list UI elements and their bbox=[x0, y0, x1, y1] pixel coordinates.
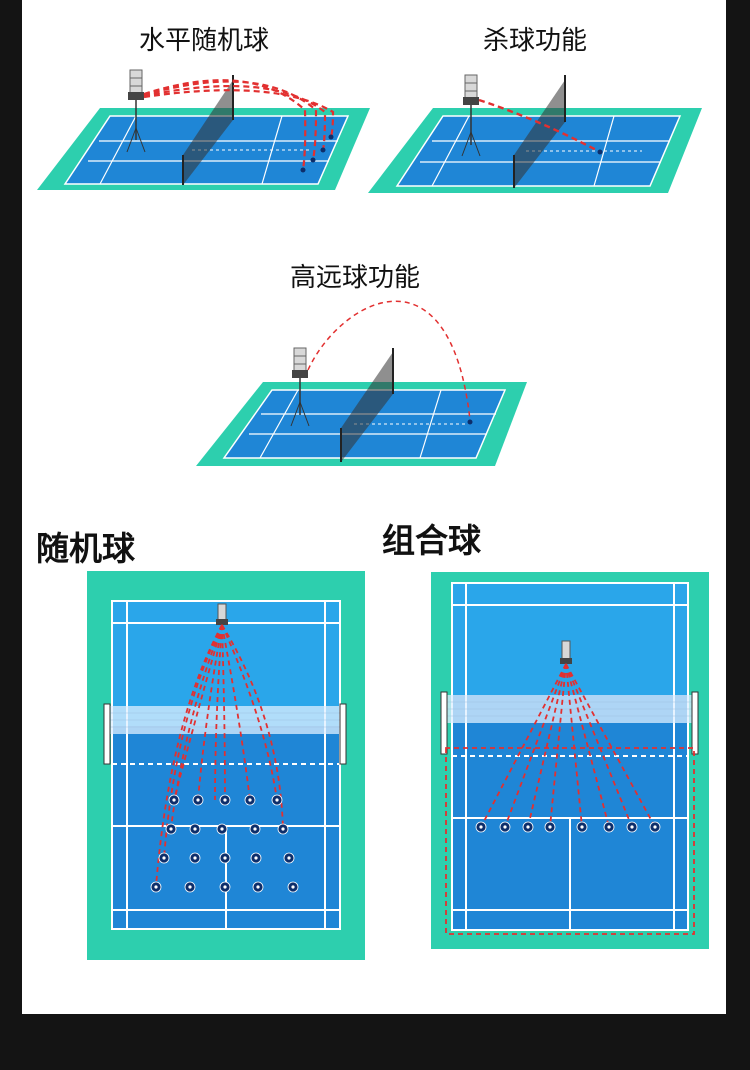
coverage-area-outline bbox=[445, 747, 695, 935]
shuttlecock-target-icon bbox=[603, 821, 615, 833]
shuttlecock-target-icon bbox=[499, 821, 511, 833]
shuttlecock-target-icon bbox=[219, 881, 231, 893]
shuttlecock-target-icon bbox=[158, 852, 170, 864]
shuttlecock-target-icon bbox=[576, 821, 588, 833]
machine-icon bbox=[216, 603, 228, 625]
trajectory bbox=[307, 300, 471, 421]
shuttlecock-target-icon bbox=[168, 794, 180, 806]
shuttlecock-target-icon bbox=[165, 823, 177, 835]
shuttlecock-target-icon bbox=[189, 852, 201, 864]
shuttlecock-target-icon bbox=[475, 821, 487, 833]
shuttlecock-target-icon bbox=[544, 821, 556, 833]
net bbox=[341, 352, 393, 462]
trajectories bbox=[155, 624, 284, 887]
shuttlecock-target-icon bbox=[189, 823, 201, 835]
net bbox=[183, 80, 233, 185]
court-lines bbox=[451, 582, 689, 931]
trajectories bbox=[480, 663, 656, 828]
shuttlecock-target-icon bbox=[649, 821, 661, 833]
shuttle-icons bbox=[300, 134, 334, 173]
machine-icon bbox=[290, 347, 310, 427]
machine-icon bbox=[126, 69, 146, 153]
shuttlecock-target-icon bbox=[283, 852, 295, 864]
trajectory bbox=[478, 98, 601, 154]
shuttlecock-target-icon bbox=[219, 852, 231, 864]
shuttlecock-target-icon bbox=[522, 821, 534, 833]
net bbox=[514, 80, 565, 188]
shuttlecock-target-icon bbox=[277, 823, 289, 835]
shuttlecock-target-icon bbox=[252, 881, 264, 893]
caption-horizontal-random: 水平随机球 bbox=[139, 26, 270, 56]
shuttlecock-target-icon bbox=[150, 881, 162, 893]
trajectories bbox=[143, 79, 335, 171]
shuttle-icon bbox=[597, 149, 603, 155]
net bbox=[103, 703, 347, 765]
shuttlecock-target-icon bbox=[626, 821, 638, 833]
caption-high-clear: 高远球功能 bbox=[290, 263, 421, 293]
shuttle-icon bbox=[467, 419, 473, 425]
shuttlecock-target-icon bbox=[184, 881, 196, 893]
shuttlecock-target-icon bbox=[216, 823, 228, 835]
heading-combo: 组合球 bbox=[382, 521, 481, 560]
machine-icon bbox=[461, 74, 481, 157]
shuttlecock-target-icon bbox=[192, 794, 204, 806]
shuttlecock-target-icon bbox=[271, 794, 283, 806]
heading-random: 随机球 bbox=[36, 529, 135, 568]
shuttlecock-target-icon bbox=[219, 794, 231, 806]
caption-smash: 杀球功能 bbox=[483, 26, 588, 56]
shuttlecock-target-icon bbox=[250, 852, 262, 864]
shuttlecock-target-icon bbox=[249, 823, 261, 835]
shuttlecock-target-icon bbox=[287, 881, 299, 893]
machine-icon bbox=[560, 640, 572, 664]
shuttlecock-target-icon bbox=[244, 794, 256, 806]
